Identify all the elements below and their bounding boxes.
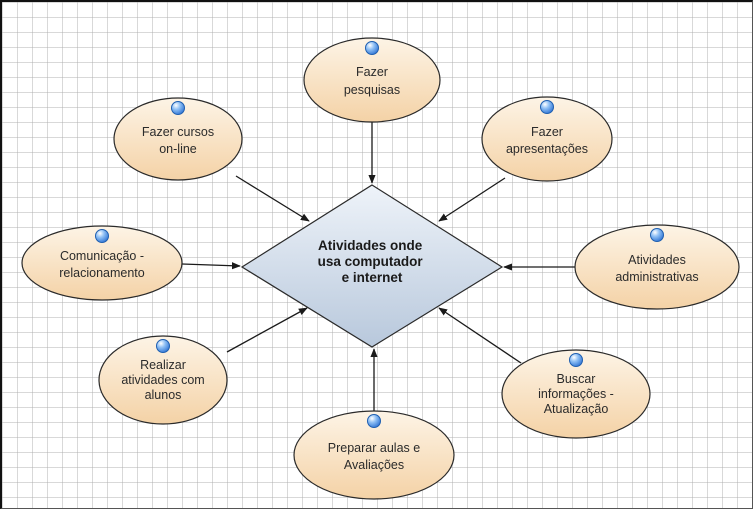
use-case-ellipse xyxy=(98,335,228,425)
connector-arrow-buscar-informacoes-atualizacao xyxy=(438,307,522,364)
use-case-node-fazer-cursos-online[interactable]: Fazer cursos on-line xyxy=(113,97,243,181)
use-case-ellipse xyxy=(113,97,243,181)
use-case-label: Atividades administrativas xyxy=(615,253,698,284)
center-label-line: Atividades onde xyxy=(318,238,423,253)
use-case-label-line: relacionamento xyxy=(59,266,145,280)
blue-orb-icon xyxy=(95,229,109,243)
use-case-label: Fazer cursos on-line xyxy=(142,125,214,156)
use-case-label-line: Avaliações xyxy=(344,458,404,472)
use-case-label-line: Realizar xyxy=(140,358,186,372)
center-label-line: usa computador xyxy=(318,254,424,269)
blue-orb-icon xyxy=(365,41,379,55)
use-case-ellipse xyxy=(293,410,455,500)
use-case-label-line: pesquisas xyxy=(344,83,400,97)
blue-orb-icon xyxy=(171,101,185,115)
use-case-label-line: apresentações xyxy=(506,142,588,156)
use-case-ellipse xyxy=(501,349,651,439)
blue-orb-icon xyxy=(569,353,583,367)
use-case-label: Fazer apresentações xyxy=(506,125,588,156)
use-case-label-line: atividades com xyxy=(121,373,204,387)
use-case-label-line: alunos xyxy=(145,388,182,402)
use-case-label-line: Atualização xyxy=(544,402,609,416)
use-case-label: Comunicação - relacionamento xyxy=(59,249,145,280)
use-case-ellipse xyxy=(574,224,740,310)
use-case-label-line: on-line xyxy=(159,142,197,156)
use-case-label-line: Comunicação - xyxy=(60,249,144,263)
blue-orb-icon xyxy=(650,228,664,242)
connector-arrow-fazer-cursos-online xyxy=(235,175,310,222)
use-case-label-line: informações - xyxy=(538,387,614,401)
use-case-ellipse xyxy=(481,96,613,182)
use-case-node-comunicacao-relacionamento[interactable]: Comunicação - relacionamento xyxy=(21,225,183,301)
center-label-line: e internet xyxy=(342,270,403,285)
use-case-node-fazer-pesquisas[interactable]: Fazer pesquisas xyxy=(303,37,441,123)
center-diamond-shape xyxy=(240,184,504,348)
use-case-label: Fazer pesquisas xyxy=(344,65,400,97)
connector-arrow-comunicacao-relacionamento xyxy=(181,262,241,270)
use-case-node-fazer-apresentacoes[interactable]: Fazer apresentações xyxy=(481,96,613,182)
center-label: Atividades onde usa computador e interne… xyxy=(318,238,427,285)
use-case-ellipse xyxy=(303,37,441,123)
use-case-label: Preparar aulas e Avaliações xyxy=(328,441,420,472)
blue-orb-icon xyxy=(540,100,554,114)
use-case-label-line: Fazer cursos xyxy=(142,125,214,139)
use-case-label-line: Buscar xyxy=(557,372,596,386)
use-case-node-atividades-administrativas[interactable]: Atividades administrativas xyxy=(574,224,740,310)
connector-layer xyxy=(181,122,575,411)
blue-orb-icon xyxy=(156,339,170,353)
connector-arrow-fazer-apresentacoes xyxy=(438,177,506,222)
central-decision-node[interactable]: Atividades onde usa computador e interne… xyxy=(240,184,504,348)
use-case-node-preparar-aulas-avaliacoes[interactable]: Preparar aulas e Avaliações xyxy=(293,410,455,500)
use-case-label-line: administrativas xyxy=(615,270,698,284)
blue-orb-icon xyxy=(367,414,381,428)
use-case-label-line: Fazer xyxy=(531,125,563,139)
use-case-label-line: Atividades xyxy=(628,253,686,267)
use-case-label-line: Fazer xyxy=(356,65,388,79)
use-case-label-line: Preparar aulas e xyxy=(328,441,420,455)
connector-arrow-realizar-atividades-alunos xyxy=(226,307,308,353)
use-case-ellipse xyxy=(21,225,183,301)
